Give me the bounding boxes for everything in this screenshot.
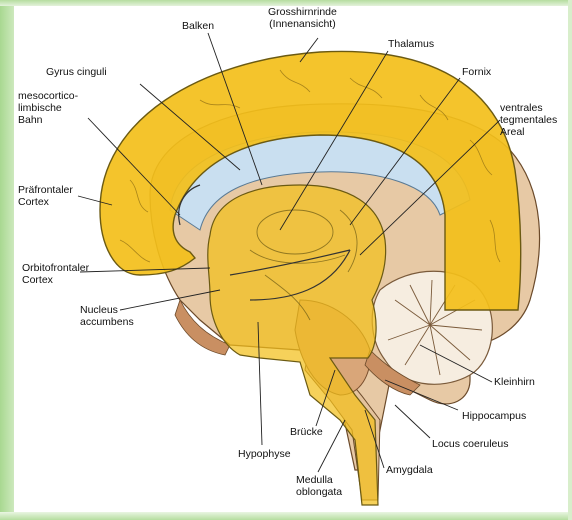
label-nucleus-accumbens: Nucleus accumbens bbox=[80, 304, 134, 328]
label-ventrales-tegmentales-areal: ventrales tegmentales Areal bbox=[500, 102, 557, 138]
label-praefrontaler-cortex: Präfrontaler Cortex bbox=[18, 184, 73, 208]
label-thalamus: Thalamus bbox=[388, 38, 434, 50]
label-kleinhirn: Kleinhirn bbox=[494, 376, 535, 388]
label-mesocortico: mesocortico- limbische Bahn bbox=[18, 90, 78, 126]
label-gyrus-cinguli: Gyrus cinguli bbox=[46, 66, 107, 78]
label-locus-coeruleus: Locus coeruleus bbox=[432, 438, 508, 450]
label-hippocampus: Hippocampus bbox=[462, 410, 526, 422]
label-fornix: Fornix bbox=[462, 66, 491, 78]
label-bruecke: Brücke bbox=[290, 426, 323, 438]
label-medulla-oblongata: Medulla oblongata bbox=[296, 474, 342, 498]
label-amygdala: Amygdala bbox=[386, 464, 433, 476]
label-hypophyse: Hypophyse bbox=[238, 448, 291, 460]
label-balken: Balken bbox=[182, 20, 214, 32]
label-grosshirnrinde: Grosshirnrinde (Innenansicht) bbox=[268, 6, 337, 30]
label-orbitofrontaler-cortex: Orbitofrontaler Cortex bbox=[22, 262, 89, 286]
limbic-brainstem-highlight bbox=[208, 185, 386, 505]
